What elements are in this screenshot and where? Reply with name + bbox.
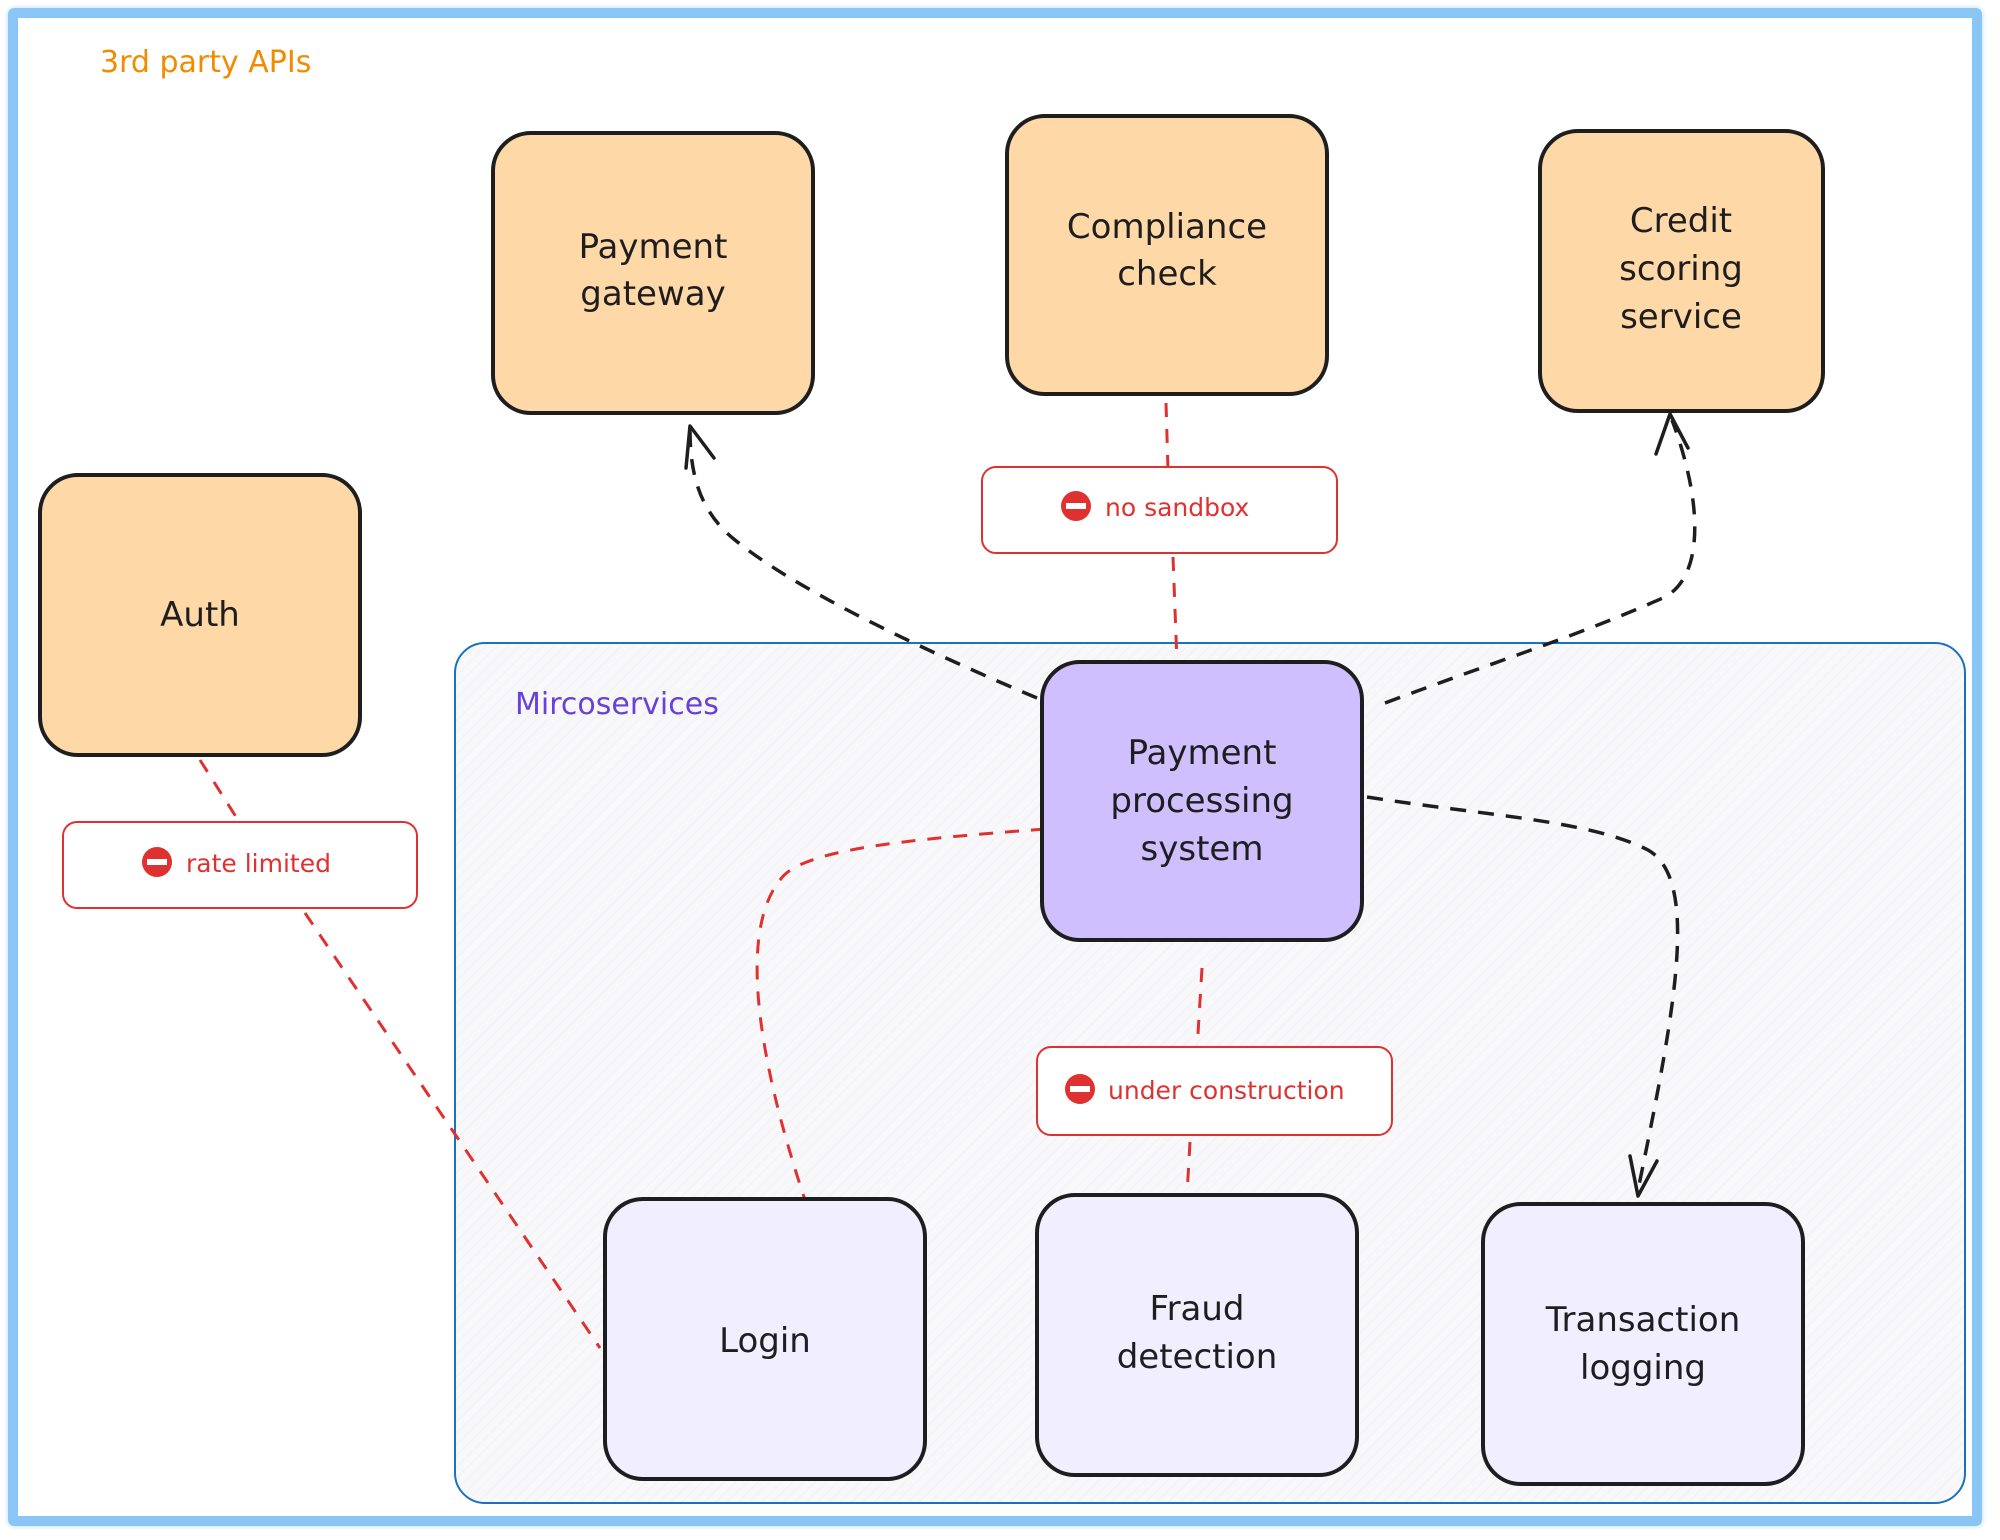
arrow-heads: [684, 412, 1690, 1198]
login-box: [603, 1197, 927, 1481]
payment-processing-label-3: system: [1141, 829, 1264, 869]
auth-label: Auth: [160, 595, 240, 635]
node-payment-gateway[interactable]: Payment gateway: [491, 131, 815, 415]
blocked-line-auth: [198, 759, 240, 821]
badge-under-construction: under construction: [1036, 1046, 1393, 1136]
microservices-group-label: Mircoservices: [515, 687, 719, 722]
payment-gateway-label-2: gateway: [580, 274, 725, 314]
badge-no-sandbox-label: no sandbox: [1105, 493, 1249, 522]
no-entry-icon: [1061, 491, 1091, 521]
badge-under-construction-label: under construction: [1108, 1076, 1345, 1105]
transaction-logging-label-2: logging: [1580, 1348, 1706, 1388]
badge-rate-limited: rate limited: [62, 821, 418, 909]
credit-scoring-label-1: Credit: [1630, 201, 1732, 241]
blocked-line-compliance: [1164, 402, 1170, 471]
badge-under-construction-box: [1036, 1046, 1393, 1136]
blocked-line-compliance-lower: [1171, 556, 1179, 663]
arrowhead-credit-scoring: [1654, 412, 1690, 456]
node-login[interactable]: Login: [603, 1197, 927, 1481]
no-entry-icon: [142, 847, 172, 877]
blocked-connectors: [198, 402, 1204, 1349]
credit-scoring-box: [1538, 129, 1825, 413]
blocked-line-fraud: [1195, 967, 1204, 1051]
compliance-check-box: [1005, 114, 1329, 396]
transaction-logging-label-1: Transaction: [1545, 1300, 1741, 1340]
node-credit-scoring[interactable]: Credit scoring service: [1538, 129, 1825, 413]
third-party-group-label: 3rd party APIs: [100, 45, 311, 80]
arrowhead-payment-gateway: [684, 424, 716, 470]
compliance-check-label-2: check: [1117, 254, 1217, 294]
badge-rate-limited-box: [62, 821, 418, 909]
payment-gateway-label-1: Payment: [579, 227, 728, 267]
node-payment-processing-system[interactable]: Payment processing system: [1040, 660, 1364, 942]
blocked-line-fraud-lower: [1185, 1141, 1192, 1196]
dependency-arrows: [688, 419, 1697, 1191]
transaction-logging-box: [1481, 1202, 1805, 1486]
login-label: Login: [719, 1321, 811, 1361]
no-entry-icon: [1065, 1074, 1095, 1104]
payment-processing-label-1: Payment: [1128, 733, 1277, 773]
compliance-check-label-1: Compliance: [1067, 207, 1267, 247]
node-fraud-detection[interactable]: Fraud detection: [1035, 1193, 1359, 1477]
node-auth[interactable]: Auth: [38, 473, 362, 757]
badge-rate-limited-label: rate limited: [186, 849, 331, 878]
auth-box: [38, 473, 362, 757]
payment-processing-box: [1040, 660, 1364, 942]
arrow-to-transaction-logging: [1366, 795, 1680, 1191]
fraud-detection-label-1: Fraud: [1149, 1289, 1244, 1329]
credit-scoring-label-3: service: [1620, 297, 1742, 337]
fraud-detection-label-2: detection: [1117, 1337, 1278, 1377]
payment-gateway-box: [491, 131, 815, 415]
canvas-frame: [8, 8, 1982, 1526]
arrow-to-payment-gateway: [688, 429, 1038, 700]
payment-processing-label-2: processing: [1110, 781, 1293, 821]
node-compliance-check[interactable]: Compliance check: [1005, 114, 1329, 396]
blocked-line-auth-lower: [303, 912, 602, 1349]
badge-no-sandbox-box: [981, 466, 1338, 554]
fraud-detection-box: [1035, 1193, 1359, 1477]
arrowhead-transaction-logging: [1628, 1154, 1659, 1198]
credit-scoring-label-2: scoring: [1619, 249, 1743, 289]
node-transaction-logging[interactable]: Transaction logging: [1481, 1202, 1805, 1486]
blocked-line-login: [755, 827, 1046, 1201]
arrow-to-credit-scoring: [1384, 419, 1697, 705]
badge-no-sandbox: no sandbox: [981, 466, 1338, 554]
